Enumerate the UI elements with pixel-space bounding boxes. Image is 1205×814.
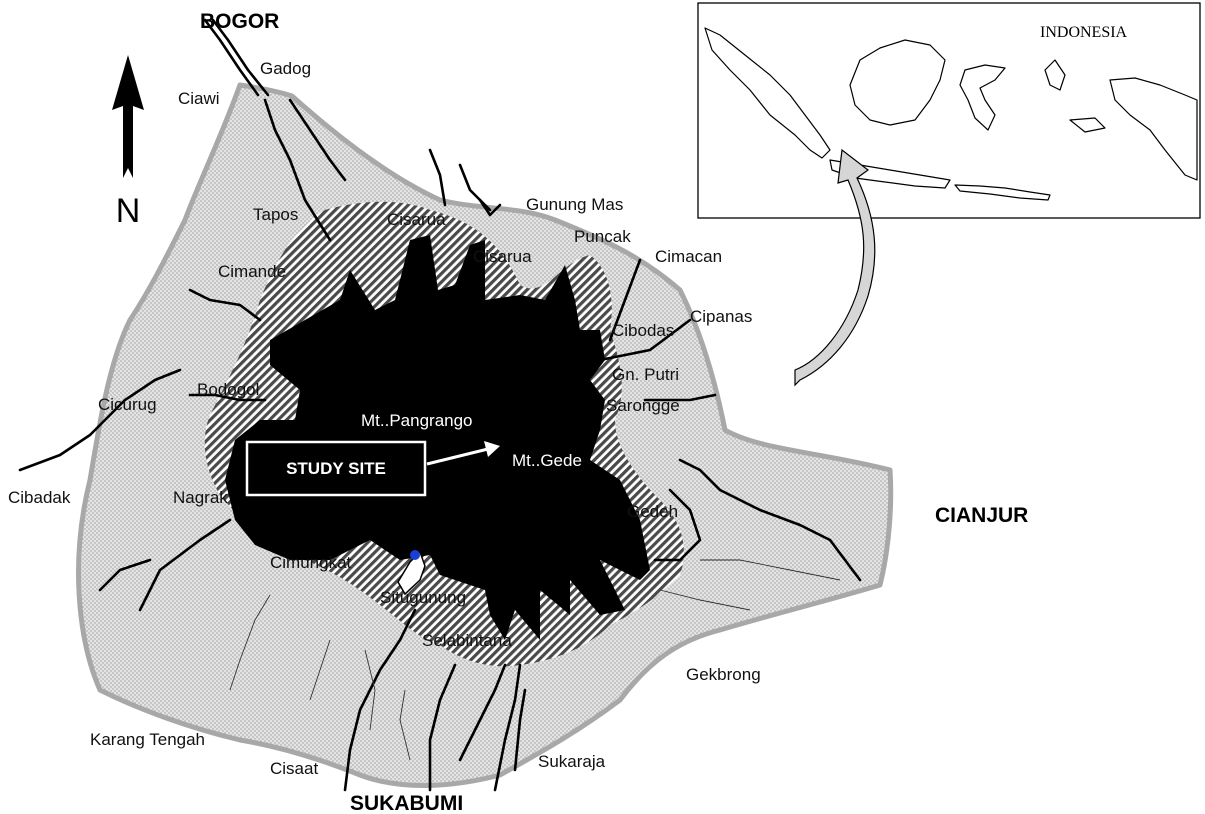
core-zone — [225, 235, 650, 640]
island-maluku — [1044, 59, 1066, 91]
place-cibadak: Cibadak — [8, 488, 71, 507]
island-papua — [1109, 77, 1198, 181]
place-tapos: Tapos — [253, 205, 298, 224]
place-cibodas: Cibodas — [612, 321, 674, 340]
locator-arrow — [794, 148, 876, 387]
island-borneo — [849, 39, 946, 126]
study-site-marker — [410, 550, 420, 560]
place-bodogol: Bodogol — [197, 380, 259, 399]
place-mt-gede: Mt..Gede — [512, 451, 582, 470]
place-cisarua: Cisarua — [473, 247, 532, 266]
city-cianjur: CIANJUR — [935, 504, 1028, 527]
place-sarongge: Sarongge — [606, 396, 680, 415]
island-sulawesi — [959, 64, 1006, 131]
island-sumatra — [704, 27, 831, 159]
place-cimacan: Cimacan — [655, 247, 722, 266]
study-site-arrow-line — [426, 447, 489, 466]
place-cicurug: Cicurug — [98, 395, 157, 414]
place-gedeh: Gedeh — [627, 502, 678, 521]
situgunung-lake — [397, 550, 426, 596]
rivers — [18, 18, 862, 792]
streams — [229, 559, 841, 761]
city-bogor: BOGOR — [200, 10, 279, 33]
place-cimande: Cimande — [218, 262, 286, 281]
study-site-box — [245, 440, 427, 497]
north-arrow: N — [112, 55, 144, 230]
place-situgunung: Situgunung — [380, 588, 466, 607]
place-ciawi: Ciawi — [178, 89, 220, 108]
place-gekbrong: Gekbrong — [686, 665, 761, 684]
place-cipanas: Cipanas — [690, 307, 752, 326]
place-gn-putri: Gn. Putri — [612, 365, 679, 384]
study-site-arrow-head — [484, 441, 500, 457]
place-sukaraja: Sukaraja — [538, 752, 606, 771]
indonesia-inset: INDONESIA — [697, 2, 1201, 219]
place-mt-pangrango: Mt..Pangrango — [361, 411, 473, 430]
city-sukabumi: SUKABUMI — [350, 792, 463, 814]
place-nagrak: Nagrak — [173, 488, 228, 507]
place-selabintana: Selabintana — [422, 631, 512, 650]
place-cisaat: Cisaat — [270, 759, 318, 778]
place-karang-tengah: Karang Tengah — [90, 730, 205, 749]
inset-title: INDONESIA — [1040, 24, 1128, 41]
place-cimungkat: Cimungkat — [270, 553, 352, 572]
island-nusa-tenggara — [954, 184, 1051, 201]
study-site-label: STUDY SITE — [286, 459, 386, 478]
place-gunung-mas: Gunung Mas — [526, 195, 623, 214]
north-label: N — [116, 192, 141, 230]
place-cisarua-north: Cisarua — [387, 210, 446, 229]
place-gadog: Gadog — [260, 59, 311, 78]
place-puncak: Puncak — [574, 227, 631, 246]
island-seram — [1069, 117, 1106, 133]
